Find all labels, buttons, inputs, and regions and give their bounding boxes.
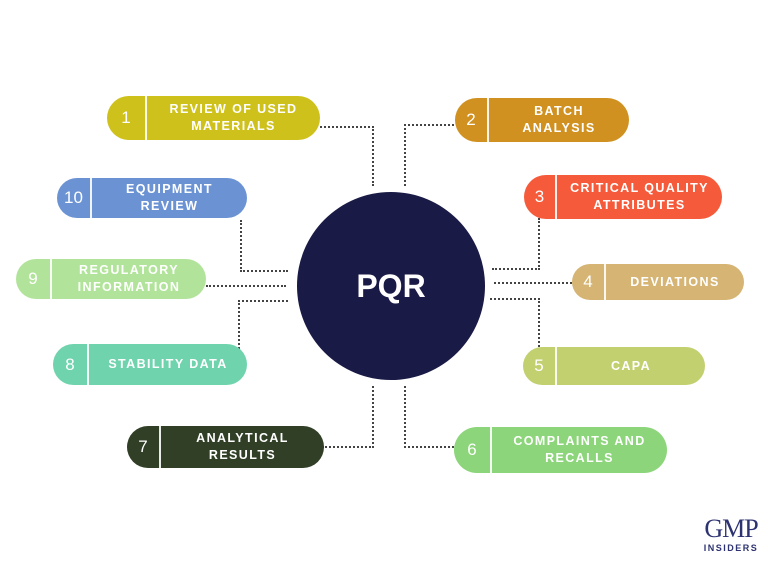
item-1-review-of-used-materials: 1 REVIEW OF USED MATERIALS — [107, 96, 320, 140]
item-label: BATCH ANALYSIS — [522, 104, 596, 135]
connector-6 — [404, 386, 458, 448]
item-9-regulatory-information: 9 REGULATORY INFORMATION — [16, 259, 206, 299]
item-number: 8 — [53, 344, 89, 385]
connector-7 — [322, 386, 374, 448]
item-label: REVIEW OF USED MATERIALS — [169, 102, 298, 133]
connector-5 — [490, 298, 540, 350]
item-number: 5 — [523, 347, 557, 385]
connector-2 — [404, 124, 458, 186]
item-number: 2 — [455, 98, 489, 142]
gmp-insiders-logo: GMP INSIDERS — [696, 515, 766, 567]
item-label: DEVIATIONS — [630, 274, 720, 289]
connector-4 — [494, 282, 572, 284]
item-number: 4 — [572, 264, 606, 300]
item-label: ANALYTICAL RESULTS — [196, 431, 289, 462]
item-5-capa: 5 CAPA — [523, 347, 705, 385]
item-3-critical-quality-attributes: 3 CRITICAL QUALITY ATTRIBUTES — [524, 175, 722, 219]
pqr-hub: PQR — [297, 192, 485, 380]
item-8-stability-data: 8 STABILITY DATA — [53, 344, 247, 385]
item-number: 7 — [127, 426, 161, 468]
connector-1 — [320, 126, 374, 186]
item-label: EQUIPMENT REVIEW — [126, 182, 213, 213]
item-label: CAPA — [610, 358, 652, 373]
item-number: 9 — [16, 259, 52, 299]
item-6-complaints-and-recalls: 6 COMPLAINTS AND RECALLS — [454, 427, 667, 473]
item-label: REGULATORY INFORMATION — [77, 263, 181, 294]
item-4-deviations: 4 DEVIATIONS — [572, 264, 744, 300]
connector-9 — [206, 285, 286, 287]
logo-subtitle: INSIDERS — [703, 543, 759, 553]
logo-mark: GMP — [704, 514, 758, 543]
item-label: STABILITY DATA — [108, 357, 228, 371]
connector-10 — [240, 220, 288, 272]
connector-3 — [492, 218, 540, 270]
item-number: 1 — [107, 96, 147, 140]
item-number: 10 — [57, 178, 92, 218]
item-label: COMPLAINTS AND RECALLS — [513, 434, 646, 465]
item-7-analytical-results: 7 ANALYTICAL RESULTS — [127, 426, 324, 468]
item-number: 6 — [454, 427, 492, 473]
hub-label: PQR — [356, 267, 426, 304]
item-label: CRITICAL QUALITY ATTRIBUTES — [570, 181, 709, 212]
item-number: 3 — [524, 175, 557, 219]
item-2-batch-analysis: 2 BATCH ANALYSIS — [455, 98, 629, 142]
item-10-equipment-review: 10 EQUIPMENT REVIEW — [57, 178, 247, 218]
connector-8 — [238, 300, 288, 352]
